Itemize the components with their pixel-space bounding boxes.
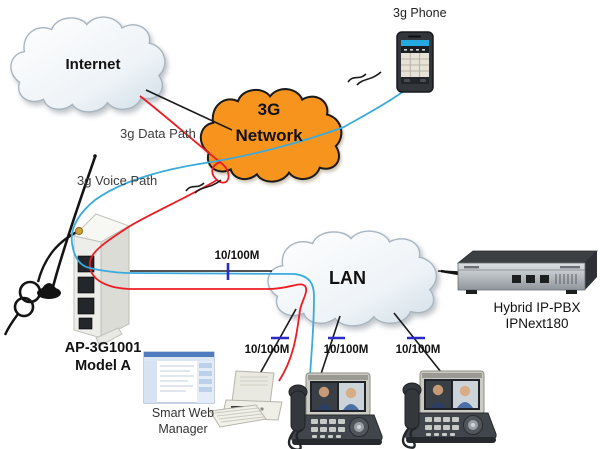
wireless-link-icon: [194, 179, 222, 194]
g3-cloud-label-line2: Network: [235, 126, 303, 145]
wireless-link-icon: [347, 73, 367, 83]
speed-label-lan-phone1: 10/100M: [323, 344, 369, 356]
internet-cloud: [11, 17, 165, 112]
pbx-label-line2: IPNext180: [505, 316, 569, 331]
pc-device: [209, 370, 283, 428]
router-device: [3, 154, 131, 347]
g3-network-cloud: [201, 89, 342, 182]
link-lan-phone1: [320, 315, 341, 375]
antenna-base: [37, 287, 61, 299]
antenna-cable: [36, 229, 80, 283]
data-path-label: 3g Data Path: [120, 126, 196, 141]
pc-monitor: [231, 370, 275, 405]
web-manager-label-line1: Smart Web: [151, 406, 215, 420]
antenna-connector: [74, 226, 84, 236]
data-path-line: [89, 95, 308, 382]
router-label-line1: AP-3G1001: [64, 340, 142, 356]
ip-video-phone-1: [287, 371, 384, 449]
antenna-whip: [50, 156, 97, 292]
pbx-ports: [512, 275, 549, 283]
voice-path-line: [70, 90, 405, 378]
router-label-line2: Model A: [75, 358, 131, 374]
internet-cloud-label: Internet: [65, 56, 121, 73]
lan-links: [130, 89, 461, 380]
speed-ticks: [226, 263, 425, 340]
voice-path-label: 3g Voice Path: [77, 173, 158, 188]
link-lan-phone2: [393, 312, 442, 373]
lan-cloud: [268, 231, 436, 326]
pbx-cable: [440, 269, 460, 276]
window-titlebar: [144, 352, 214, 357]
speed-label-lan-pc: 10/100M: [244, 344, 290, 356]
3g-phone-label: 3g Phone: [393, 6, 447, 20]
link-lan-pc: [256, 308, 297, 380]
wireless-link-icon: [185, 182, 205, 192]
g3-cloud-label-line1: 3G: [257, 100, 281, 119]
ip-video-phone-2: [401, 369, 498, 449]
speed-label-lan-phone2: 10/100M: [395, 344, 441, 356]
3g-phone-device: [396, 31, 434, 93]
web-manager-label-line2: Manager: [158, 422, 208, 436]
pbx-device: [440, 250, 598, 294]
wireless-link-icon: [356, 71, 382, 86]
lan-cloud-label: LAN: [329, 268, 366, 288]
wireless-link-icons: [185, 71, 382, 194]
pbx-label-line1: Hybrid IP-PBX: [493, 300, 581, 315]
web-manager-window: [143, 351, 215, 404]
window-sidebar: [144, 361, 157, 403]
speed-label-router-lan: 10/100M: [214, 250, 260, 262]
link-internet-3g: [145, 89, 233, 131]
